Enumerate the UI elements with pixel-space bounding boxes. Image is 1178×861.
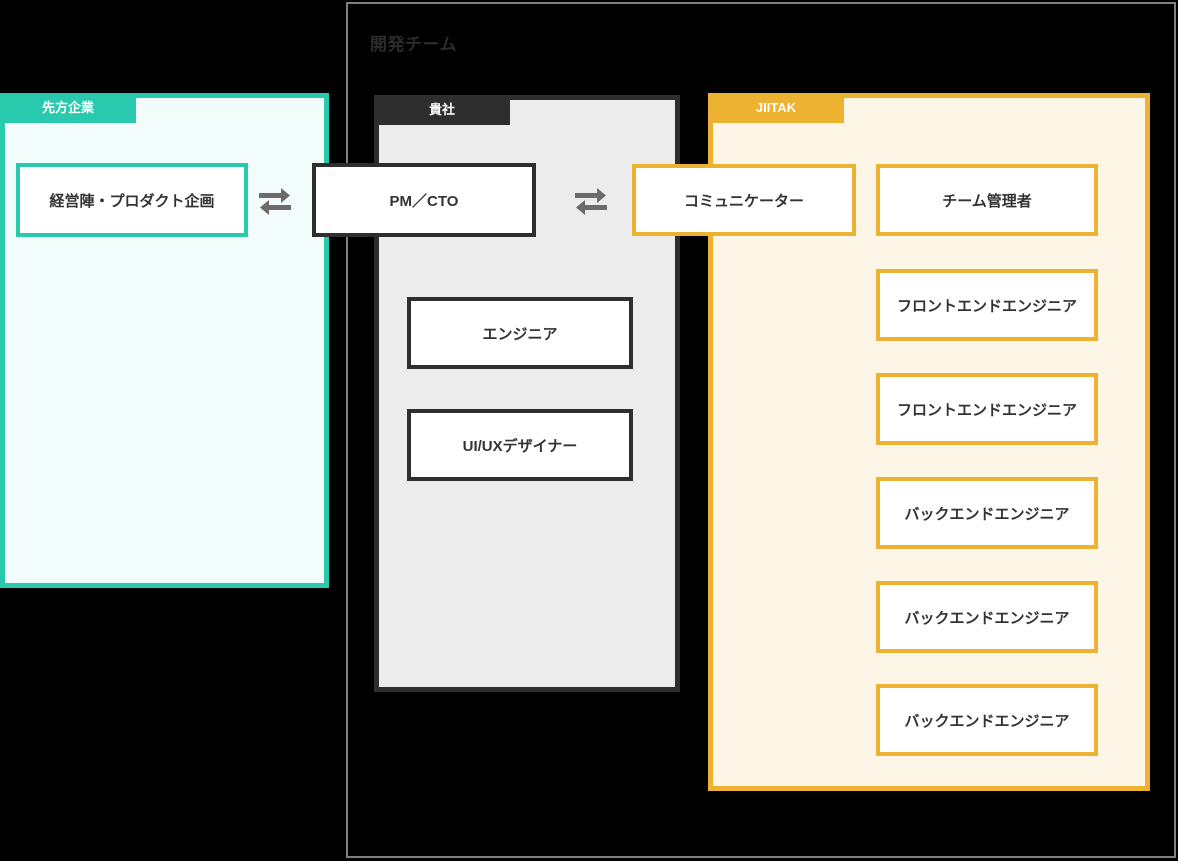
dev-team-title: 開発チーム — [370, 35, 457, 54]
role-box-jiitak-backend-1[interactable]: バックエンドエンジニア — [876, 477, 1098, 549]
role-box-label: バックエンドエンジニア — [904, 609, 1070, 627]
role-box-jiitak-team-manager[interactable]: チーム管理者 — [876, 164, 1098, 236]
role-box-jiitak-backend-3[interactable]: バックエンドエンジニア — [876, 684, 1098, 756]
role-box-label: 経営陣・プロダクト企画 — [49, 192, 215, 210]
role-box-label: フロントエンドエンジニア — [896, 297, 1077, 315]
role-box-label: コミュニケーター — [683, 192, 804, 210]
exchange-arrow-icon-company-jiitak — [573, 181, 609, 217]
role-box-label: バックエンドエンジニア — [904, 505, 1070, 523]
role-box-company-engineer[interactable]: エンジニア — [407, 297, 633, 369]
role-box-label: エンジニア — [482, 325, 558, 343]
role-box-company-designer[interactable]: UI/UXデザイナー — [407, 409, 633, 481]
role-box-company-pm-cto[interactable]: PM／CTO — [312, 163, 536, 237]
role-box-jiitak-frontend-1[interactable]: フロントエンドエンジニア — [876, 269, 1098, 341]
role-box-label: チーム管理者 — [942, 192, 1032, 210]
exchange-arrow-icon-client-company — [257, 181, 293, 217]
panel-jiitak-tab: JIITAK — [708, 93, 844, 123]
role-box-label: PM／CTO — [389, 192, 459, 210]
panel-client-tab: 先方企業 — [0, 93, 136, 123]
dev-team-container: 開発チーム — [346, 2, 1176, 858]
role-box-jiitak-frontend-2[interactable]: フロントエンドエンジニア — [876, 373, 1098, 445]
role-box-jiitak-backend-2[interactable]: バックエンドエンジニア — [876, 581, 1098, 653]
role-box-label: UI/UXデザイナー — [462, 437, 578, 455]
role-box-label: バックエンドエンジニア — [904, 712, 1070, 730]
role-box-client-executive[interactable]: 経営陣・プロダクト企画 — [16, 163, 248, 237]
role-box-label: フロントエンドエンジニア — [896, 401, 1077, 419]
panel-company-tab: 貴社 — [374, 95, 510, 125]
role-box-jiitak-communicator[interactable]: コミュニケーター — [632, 164, 856, 236]
